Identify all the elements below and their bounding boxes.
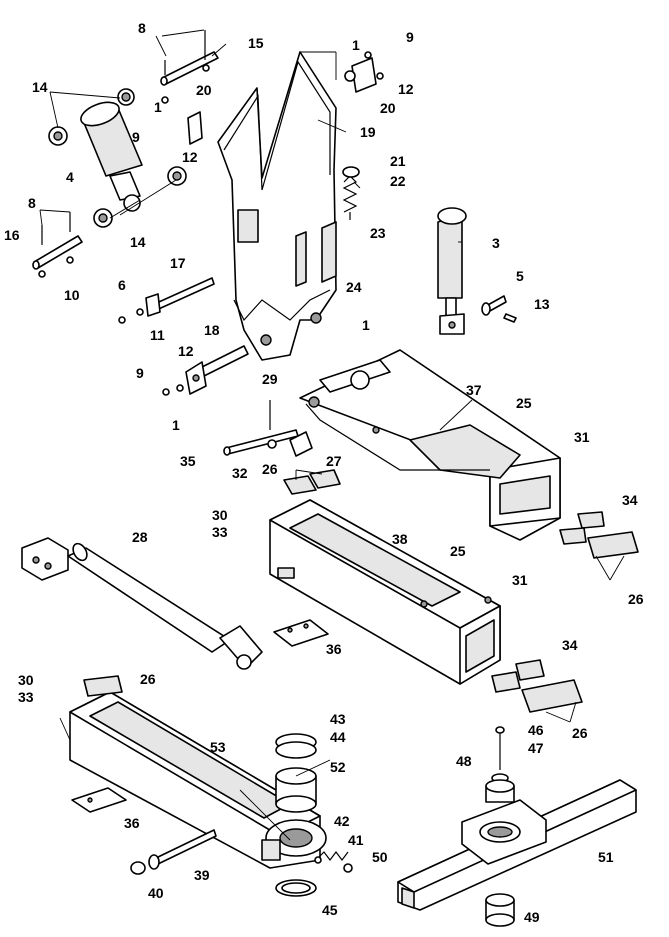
callout-9: 9 [406,29,414,45]
callout-25: 25 [450,543,466,559]
callout-40: 40 [148,885,164,901]
callout-34: 34 [622,492,638,508]
part-36-plate-bottom [71,787,127,813]
callout-5: 5 [516,268,524,284]
part-16-pin [32,212,83,278]
callout-14: 14 [130,234,146,250]
callout-38: 38 [392,531,408,547]
callout-44: 44 [330,729,346,745]
callout-53: 53 [210,739,226,755]
part-39-bolt [130,829,217,875]
callout-34: 34 [562,637,578,653]
part-15-pin [160,30,219,104]
callout-9: 9 [132,129,140,145]
part-28-cylinder [21,537,263,670]
callout-4: 4 [66,169,74,185]
callout-1: 1 [352,37,360,53]
callout-18: 18 [204,322,220,338]
callout-23: 23 [370,225,386,241]
part-52-bushing [275,733,317,897]
callout-10: 10 [64,287,80,303]
callout-27: 27 [326,453,342,469]
callout-22: 22 [390,173,406,189]
callout-36: 36 [124,815,140,831]
callout-30: 30 [18,672,34,688]
callout-47: 47 [528,740,544,756]
part-51-crossbar [397,779,637,927]
callout-21: 21 [390,153,406,169]
callout-41: 41 [348,832,364,848]
callout-31: 31 [512,572,528,588]
callout-49: 49 [524,909,540,925]
part-5-bolt [481,295,517,323]
callout-37: 37 [466,382,482,398]
callout-42: 42 [334,813,350,829]
callout-45: 45 [322,902,338,918]
part-22-spring [342,166,360,220]
part-3-cylinder [437,207,467,335]
callout-15: 15 [248,35,264,51]
callout-1: 1 [172,417,180,433]
callout-8: 8 [138,20,146,36]
callout-24: 24 [346,279,362,295]
callout-labels: 8 15 1 9 12 20 14 1 20 19 9 12 4 21 22 8… [4,20,644,925]
callout-8: 8 [28,195,36,211]
callout-17: 17 [170,255,186,271]
part-4-cylinder [48,88,187,228]
callout-36: 36 [326,641,342,657]
part-19-frame [217,51,337,361]
part-35-pin [223,400,313,457]
callout-28: 28 [132,529,148,545]
callout-20: 20 [380,100,396,116]
callout-9: 9 [136,365,144,381]
part-37-boom [299,349,561,541]
callout-26: 26 [262,461,278,477]
callout-30: 30 [212,507,228,523]
callout-46: 46 [528,722,544,738]
callout-31: 31 [574,429,590,445]
callout-33: 33 [212,524,228,540]
callout-50: 50 [372,849,388,865]
callout-12: 12 [398,81,414,97]
part-53-boom [69,675,327,869]
callout-1: 1 [362,317,370,333]
callout-51: 51 [598,849,614,865]
callout-1: 1 [154,99,162,115]
callout-16: 16 [4,227,20,243]
callout-14: 14 [32,79,48,95]
callout-29: 29 [262,371,278,387]
part-18-pin [162,345,249,396]
callout-12: 12 [182,149,198,165]
callout-25: 25 [516,395,532,411]
callout-33: 33 [18,689,34,705]
leader-lines [39,29,625,841]
part-17-pin [118,277,215,324]
callout-3: 3 [492,235,500,251]
callout-39: 39 [194,867,210,883]
callout-26: 26 [140,671,156,687]
part-26-pads-upper [283,469,639,559]
part-41-spring [314,851,353,873]
callout-48: 48 [456,753,472,769]
part-48-bushing [485,726,515,803]
callout-32: 32 [232,465,248,481]
callout-19: 19 [360,124,376,140]
part-20-bracket [187,51,384,145]
callout-43: 43 [330,711,346,727]
callout-12: 12 [178,343,194,359]
callout-26: 26 [628,591,644,607]
callout-20: 20 [196,82,212,98]
callout-6: 6 [118,277,126,293]
callout-13: 13 [534,296,550,312]
callout-35: 35 [180,453,196,469]
part-38-boom [269,499,501,685]
part-36-plate-mid [273,619,583,713]
callout-11: 11 [150,327,165,343]
callout-52: 52 [330,759,346,775]
callout-26: 26 [572,725,588,741]
